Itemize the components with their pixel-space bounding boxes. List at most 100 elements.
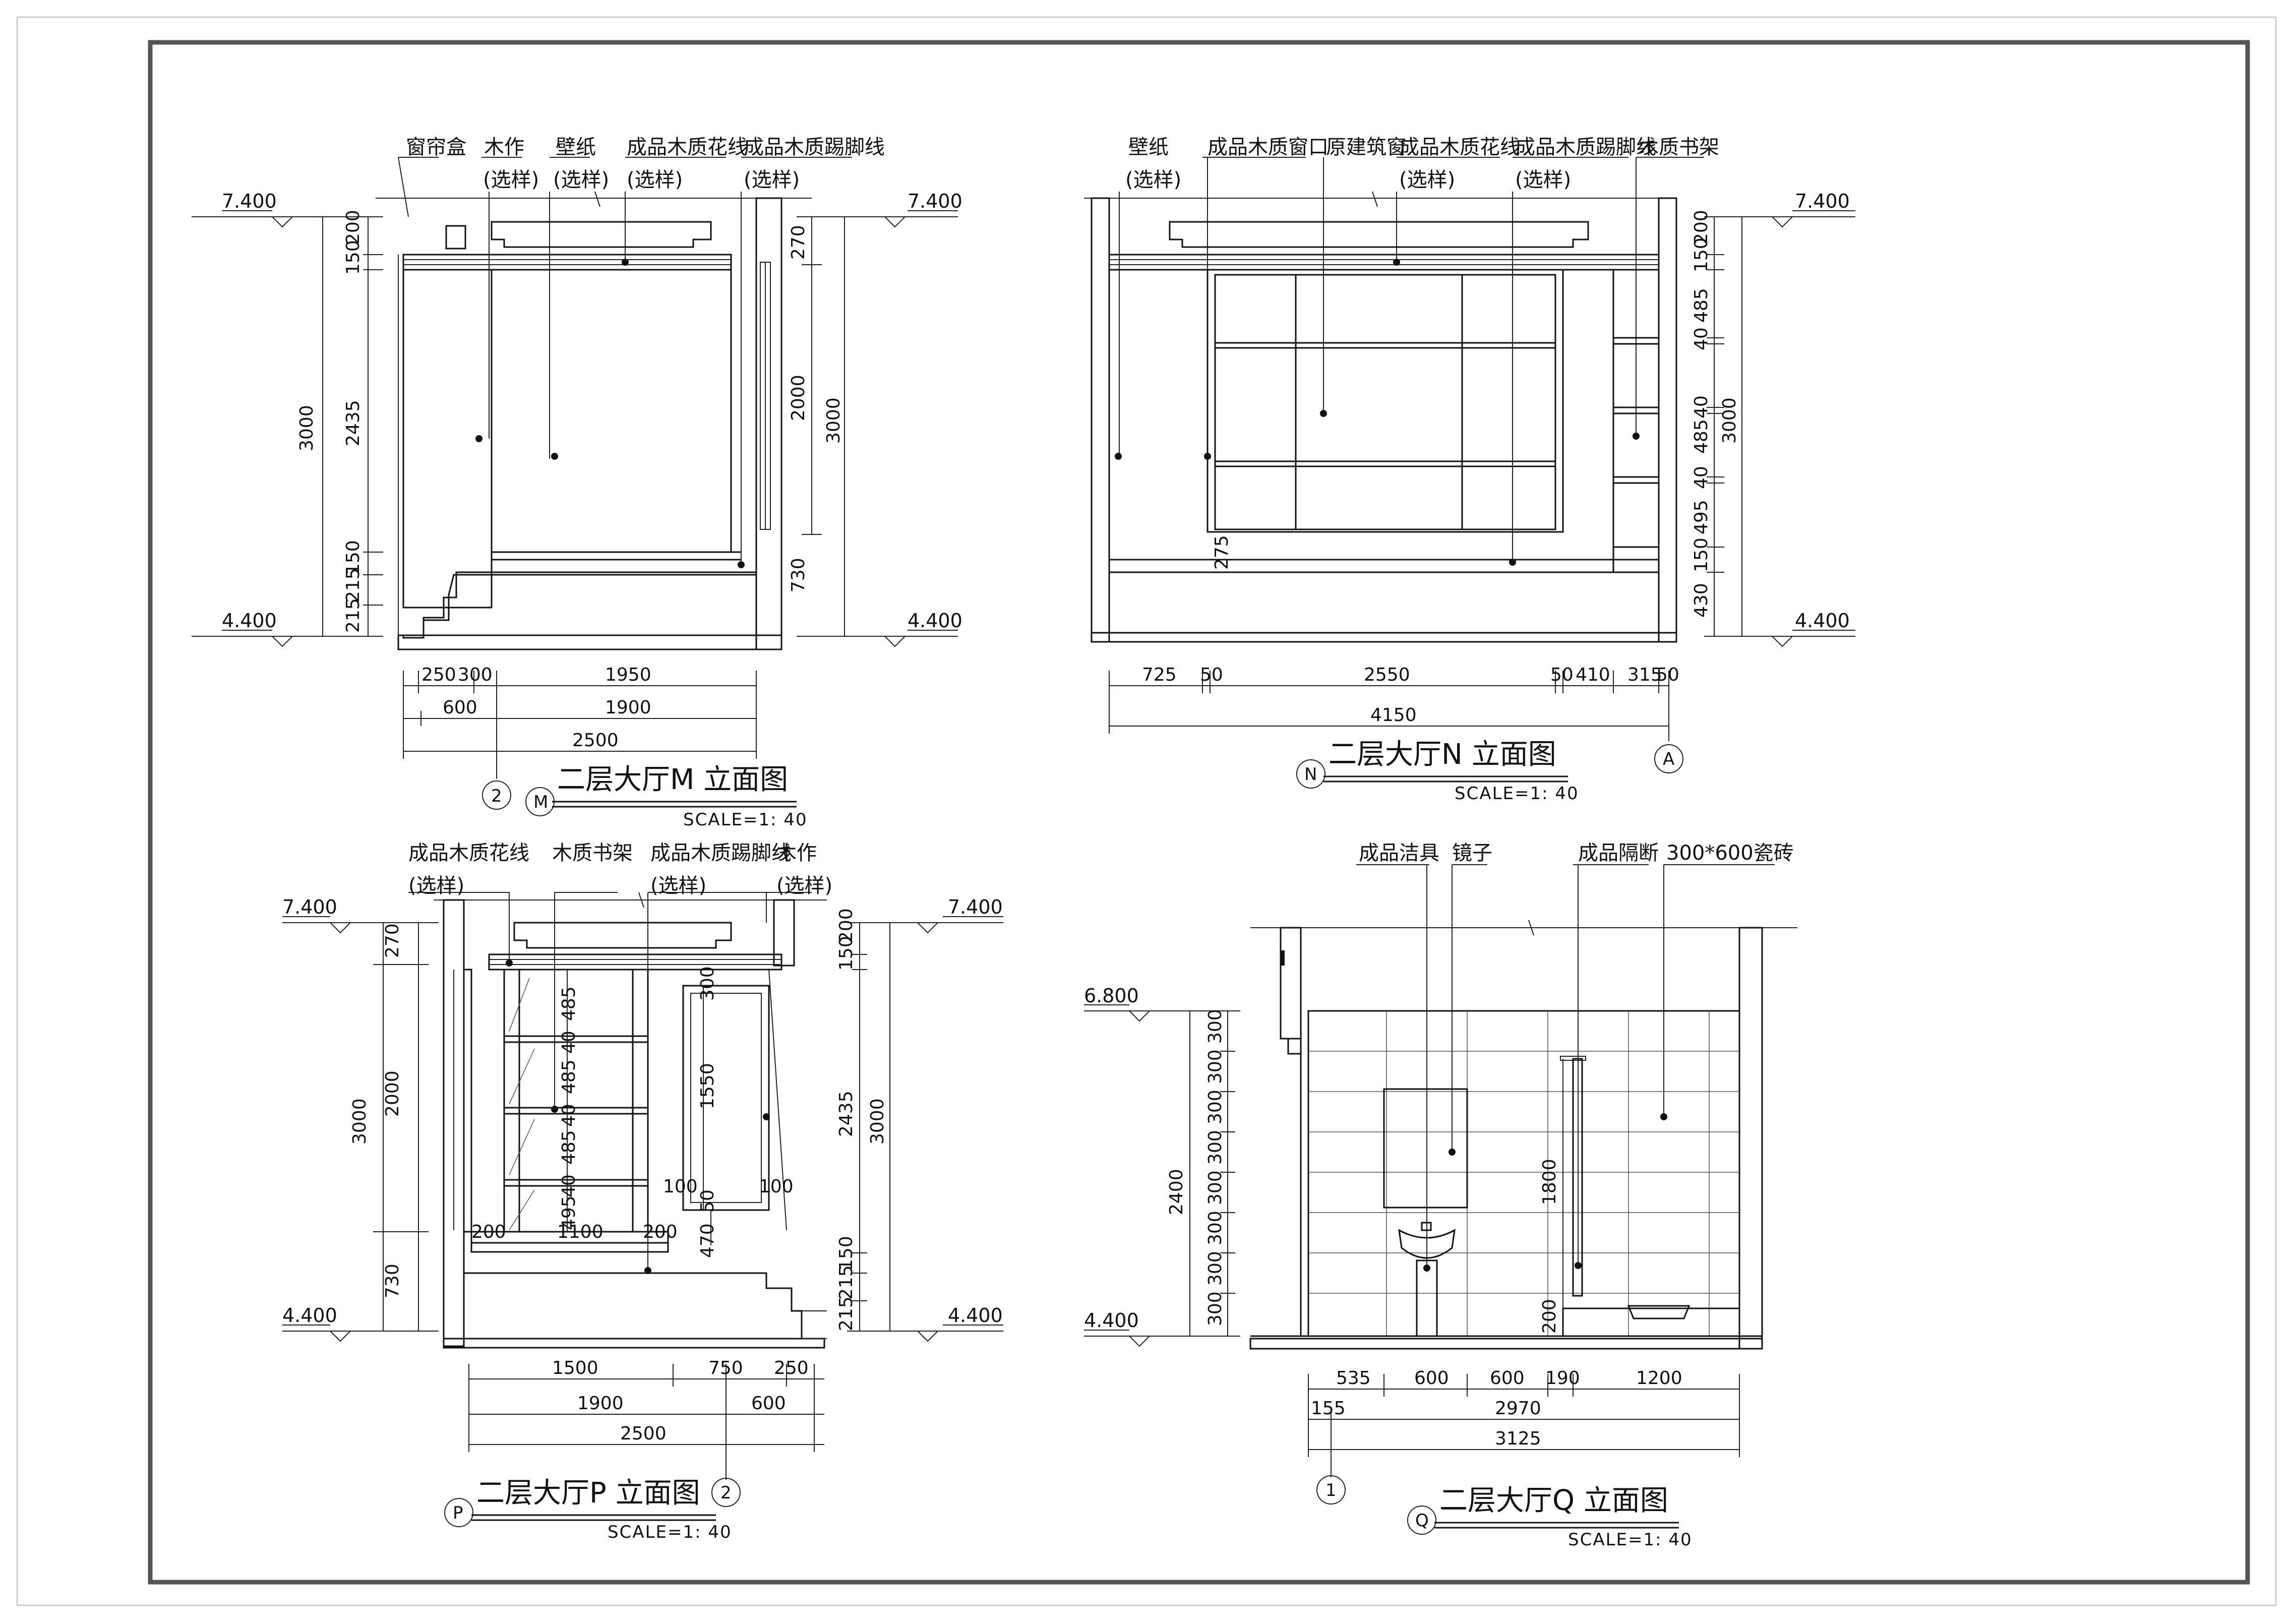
m-rdim-2: 730 [788,558,809,592]
q-vdim-1: 300 [1205,1049,1226,1084]
p-label-6: (选样) [776,874,832,897]
m-level-3: 4.400 [908,610,962,632]
p-ldim-1: 2000 [382,1070,403,1117]
p-idim-11: 100 [663,1176,698,1197]
q-hdim-6: 2970 [1495,1398,1541,1419]
n-rdim-5: 485 [1691,419,1712,454]
n-hdim-2: 2550 [1364,665,1410,685]
m-view-mark: M [533,792,548,812]
p-idim-2: 485 [559,1059,579,1094]
m-hdim-4: 1900 [605,697,651,718]
p-ldim-3: 730 [382,1264,403,1298]
q-view-scale: SCALE=1: 40 [1568,1530,1693,1550]
n-rdim-9: 430 [1691,583,1712,618]
p-idim-12: 100 [759,1176,794,1197]
p-view-mark: P [453,1503,463,1523]
m-level-0: 7.400 [222,190,277,212]
elevation-n: 壁纸 (选样) 成品木质窗口 原建筑窗 成品木质花线 (选样) 成品木质踢脚线 … [1084,136,1855,804]
p-rdim-4: 215 [836,1296,857,1331]
elevation-m: 窗帘盒 木作 (选样) 壁纸 (选样) 成品木质花线 (选样) 成品木质踢脚线 … [192,136,962,830]
q-hdim-0: 535 [1336,1368,1371,1389]
leader-dots [475,259,1667,1274]
q-hdim-5: 155 [1311,1398,1346,1419]
n-label-1: (选样) [1125,168,1181,192]
m-vdim-2: 150 [343,240,364,275]
q-vdim-4: 300 [1205,1170,1226,1205]
q-vdim-2: 300 [1205,1090,1226,1124]
m-vdim-5: 215 [343,568,364,603]
q-vdim-8: 2400 [1166,1169,1187,1215]
m-label-5: 成品木质花线 [627,136,748,159]
m-vdim-4: 215 [343,598,364,633]
m-hdim-1: 300 [458,665,493,685]
q-hdim-7: 3125 [1495,1428,1541,1449]
m-view-scale: SCALE=1: 40 [683,810,808,830]
q-vdim-5: 300 [1205,1211,1226,1245]
q-level-0: 6.800 [1084,985,1139,1007]
m-rdim-3: 3000 [823,397,844,444]
q-vdim-0: 300 [1205,1009,1226,1044]
p-idim-10: 470 [697,1223,718,1258]
m-label-1: 木作 [484,136,524,159]
m-vdim-0: 3000 [296,405,317,451]
p-label-3: 成品木质踢脚线 [650,841,792,865]
p-rdim-0: 150 [836,936,857,971]
m-vdim-3: 200 [343,210,364,245]
n-label-4: 成品木质花线 [1399,136,1520,159]
q-view-title: 二层大厅Q 立面图 [1439,1484,1668,1517]
q-label-1: 镜子 [1452,841,1492,865]
m-hdim-0: 250 [421,665,456,685]
m-hdim-2: 1950 [605,665,651,685]
elevation-q: 成品洁具 镜子 成品隔断 300*600瓷砖 [1084,841,1797,1550]
n-level-0: 7.400 [1795,190,1850,212]
p-label-0: 成品木质花线 [408,841,529,865]
p-hdim-0: 1500 [552,1358,598,1378]
p-ldim-2: 3000 [349,1098,370,1145]
outer-sheet-border [16,16,2277,1606]
n-rdim-8: 150 [1691,537,1712,572]
n-label-3: 原建筑窗 [1326,136,1407,159]
q-label-3: 300*600瓷砖 [1666,841,1794,865]
q-vdim-6: 300 [1205,1251,1226,1286]
q-hdim-2: 600 [1490,1368,1525,1389]
p-label-4: (选样) [650,874,706,897]
n-hdim-0: 725 [1142,665,1177,685]
q-hdim-3: 190 [1545,1368,1580,1389]
m-label-2: (选样) [483,168,539,192]
m-hdim-5: 2500 [572,730,619,751]
p-idim-1: 40 [559,1031,579,1054]
m-vdim-6: 150 [343,540,364,575]
p-hdim-2: 250 [774,1358,809,1378]
p-idim-9: 50 [697,1189,718,1213]
n-label-0: 壁纸 [1128,136,1169,159]
p-rdim-1: 200 [836,908,857,943]
n-view-mark: N [1304,764,1317,785]
m-level-1: 7.400 [908,190,962,212]
n-view-scale: SCALE=1: 40 [1455,784,1579,804]
q-vdim-7: 300 [1205,1291,1226,1326]
p-view-scale: SCALE=1: 40 [608,1522,732,1542]
n-rdim-0: 150 [1691,237,1712,272]
m-rdim-1: 2000 [788,375,809,421]
n-hdim-6: 50 [1656,665,1679,685]
p-label-5: 木作 [776,841,817,865]
q-level-1: 4.400 [1084,1309,1139,1332]
n-rdim-2: 485 [1691,288,1712,323]
n-rdim-10: 3000 [1719,397,1740,444]
n-inner-dim: 275 [1212,535,1232,570]
n-hdim-3: 50 [1550,665,1574,685]
n-hdim-7: 4150 [1370,705,1417,726]
m-level-2: 4.400 [222,610,277,632]
m-label-7: 成品木质踢脚线 [744,136,885,159]
p-idim-6: 495 [559,1195,579,1230]
p-rdim-5: 215 [836,1265,857,1300]
m-panel-main [491,269,732,553]
m-view-title: 二层大厅M 立面图 [557,763,788,796]
n-hdim-5: 315 [1627,665,1662,685]
p-view-title: 二层大厅P 立面图 [476,1477,700,1510]
m-label-0: 窗帘盒 [406,136,466,159]
p-idim-7: 300 [697,966,718,1001]
p-hdim-5: 2500 [620,1423,667,1444]
